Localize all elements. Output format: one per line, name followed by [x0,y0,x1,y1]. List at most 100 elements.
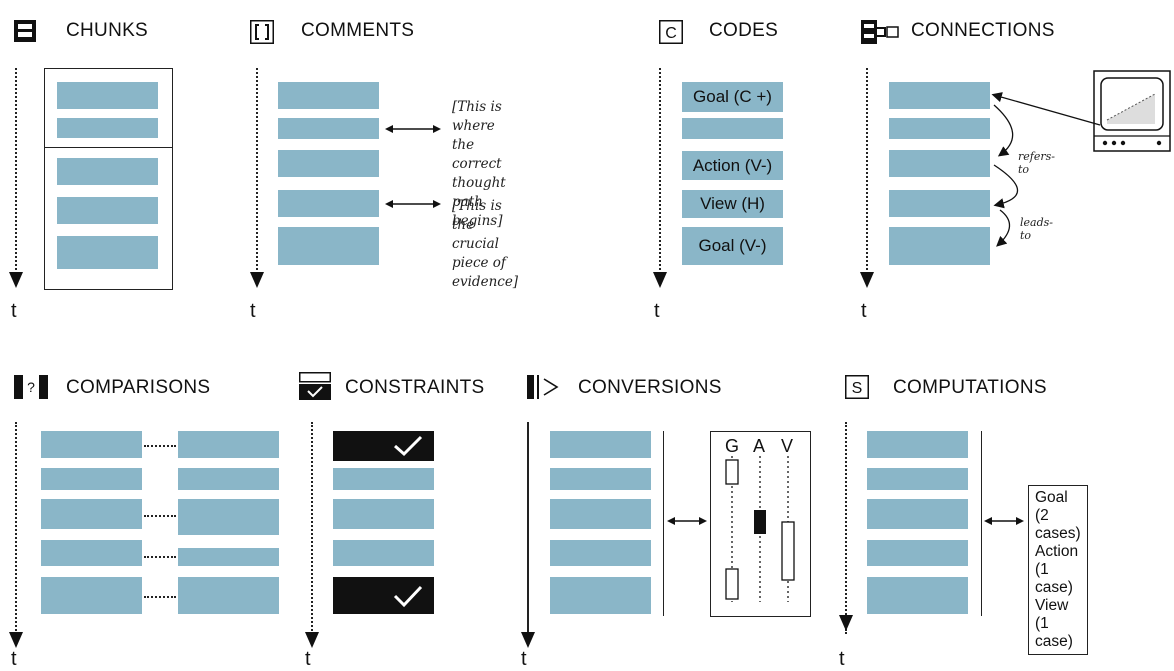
segment-bar [867,468,968,490]
panel-title: CONNECTIONS [911,20,1055,41]
segment-bar [550,577,651,614]
connector-icon [861,20,899,44]
segment-bar [889,227,990,265]
gav-tracks [725,456,795,602]
segment-bar [178,431,279,458]
code-bar [682,118,783,139]
time-axis [659,68,661,274]
time-arrowhead [521,632,535,648]
segment-bar [178,577,279,614]
segment-bar [57,158,158,185]
segment-bar [278,118,379,139]
time-arrowhead [653,272,667,288]
panel-title: COMPUTATIONS [893,377,1047,398]
time-arrowhead [839,615,853,631]
time-label: t [250,300,256,322]
summary-line: Goal (2 cases) [1035,489,1081,542]
comment-note-line: [This is the crucial [452,198,502,252]
code-bar: Goal (C +) [682,82,783,112]
comment-arrow [385,125,441,133]
segment-bar [889,190,990,217]
segment-bar [41,431,142,458]
svg-text:?: ? [27,379,35,395]
panel-title: COMPARISONS [66,377,211,398]
segment-bar [278,190,379,217]
time-label: t [839,648,845,670]
computation-summary: Goal (2 cases) Action (1 case) View (1 c… [1028,485,1088,655]
time-axis [15,68,17,274]
time-label: t [11,648,17,670]
checked-segment [333,577,434,614]
segment-bar [889,82,990,109]
segment-bar [278,150,379,177]
panel-title: CONSTRAINTS [345,377,485,398]
comment-note-line: piece of evidence] [452,255,519,290]
segment-bar [550,540,651,566]
segment-bar [57,236,158,269]
time-label: t [305,648,311,670]
time-label: t [861,300,867,322]
segment-bar [178,548,279,566]
panel-title: CONVERSIONS [578,377,722,398]
bracket-icon [250,20,274,44]
time-axis [256,68,258,274]
time-arrowhead [9,632,23,648]
gav-chart [710,431,811,617]
segment-bar [178,468,279,490]
time-arrowhead [860,272,874,288]
svg-text:C: C [665,25,677,42]
comment-note-line: [This is where the [452,99,502,153]
checked-segment [333,431,434,461]
question-bars-icon: ? [14,375,48,399]
gav-column-label: V [781,436,794,456]
segment-bar [867,577,968,614]
comment-note-line: correct thought [452,156,506,191]
computation-arrow [984,517,1024,525]
comment-note: [This is the crucial piece of evidence] [452,197,518,292]
panel-title: CHUNKS [66,20,149,41]
segment-bar [41,468,142,490]
summary-line: View (1 case) [1035,597,1073,650]
bracket-line [663,431,664,616]
segment-bar [57,197,158,224]
svg-text:S: S [852,380,863,397]
conversion-arrow [667,517,707,525]
time-arrowhead [9,272,23,288]
time-arrowhead [250,272,264,288]
comparison-link [144,596,176,598]
segment-bar [278,82,379,109]
code-bar: Action (V-) [682,151,783,180]
checkbox-icon [299,372,331,400]
gav-column-label: A [753,436,766,456]
segment-bar [333,499,434,529]
time-label: t [521,648,527,670]
segment-bar [889,118,990,139]
chunk-frame [44,68,173,290]
segment-bar [57,82,158,109]
segment-bar [278,227,379,265]
connection-label: refers-to [1018,150,1055,176]
segment-bar [550,431,651,458]
chunk-divider [45,147,172,148]
segment-bar [41,577,142,614]
code-bar: View (H) [682,190,783,218]
c-box-icon: C [659,20,683,44]
monitor-icon [1093,70,1171,152]
segment-bar [41,540,142,566]
segment-bar [867,499,968,529]
segment-bar [867,540,968,566]
comment-note-line: path begins] [452,194,503,229]
gav-column-label: G [725,436,740,456]
time-arrowhead [305,632,319,648]
comparison-link [144,556,176,558]
segment-bar [889,150,990,177]
s-box-icon: S [845,375,869,399]
comparison-link [144,515,176,517]
time-label: t [11,300,17,322]
panel-title: COMMENTS [301,20,415,41]
segment-bar [41,499,142,529]
comment-arrow [385,200,441,208]
code-bar: Goal (V-) [682,227,783,265]
panel-title: CODES [709,20,779,41]
segment-bar [867,431,968,458]
